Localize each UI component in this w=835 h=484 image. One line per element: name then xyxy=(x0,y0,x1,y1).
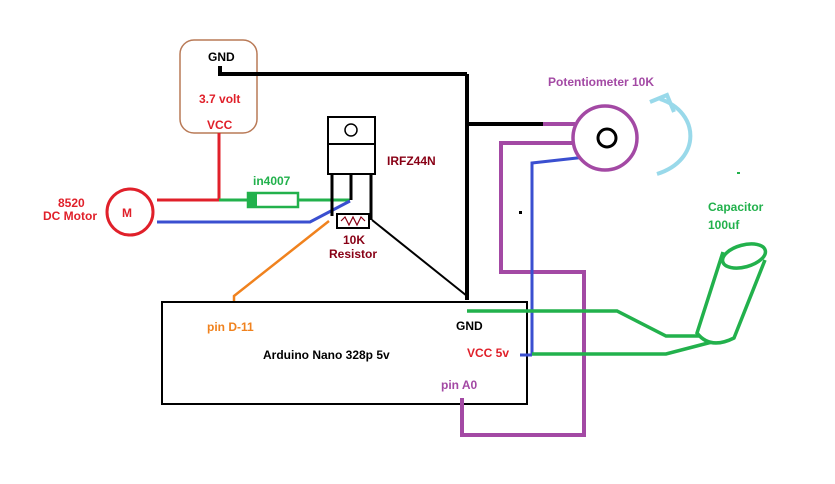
resistor-name-label: Resistor xyxy=(329,247,377,261)
vcc5v-wires xyxy=(520,154,596,357)
stray-mark-black xyxy=(519,211,522,214)
mosfet-legs xyxy=(330,174,373,220)
gate-wire xyxy=(232,220,330,313)
rotation-arrowhead-icon xyxy=(649,92,676,113)
diode-label: in4007 xyxy=(253,174,291,188)
arduino-pin-d11-label: pin D-11 xyxy=(207,320,254,334)
resistor-value-label: 10K xyxy=(343,233,365,247)
arduino-title: Arduino Nano 328p 5v xyxy=(263,348,390,362)
mosfet-label: IRFZ44N xyxy=(387,154,436,168)
stray-mark-green xyxy=(737,172,740,174)
capacitor-value-label: 100uf xyxy=(708,218,740,232)
mosfet-hole xyxy=(344,123,358,137)
motor-name-label: DC Motor xyxy=(43,209,97,223)
motor-symbol xyxy=(105,187,155,237)
arduino-vcc-label: VCC 5v xyxy=(467,346,509,360)
potentiometer-wires xyxy=(460,122,586,437)
battery-vcc-label: VCC xyxy=(207,118,233,132)
motor-drain-wire xyxy=(157,199,351,224)
motor-symbol-label: M xyxy=(122,206,132,220)
battery-voltage-label: 3.7 volt xyxy=(199,92,240,106)
diode-band xyxy=(248,193,257,207)
arduino-gnd-label: GND xyxy=(456,319,483,333)
mosfet-body xyxy=(327,143,376,175)
vcc-wires xyxy=(157,133,248,202)
source-to-gnd-wire xyxy=(371,219,468,297)
arduino-pin-a0-label: pin A0 xyxy=(441,378,478,392)
battery-gnd-label: GND xyxy=(208,50,235,64)
gnd-wires xyxy=(218,66,545,300)
arduino-board xyxy=(161,301,528,405)
capacitor-name-label: Capacitor xyxy=(708,200,764,214)
capacitor-wires xyxy=(467,309,713,356)
potentiometer-label: Potentiometer 10K xyxy=(548,75,654,89)
resistor-zigzag xyxy=(340,215,366,227)
capacitor-symbol xyxy=(695,242,768,345)
motor-model-label: 8520 xyxy=(58,196,85,210)
potentiometer-shaft xyxy=(596,127,618,149)
